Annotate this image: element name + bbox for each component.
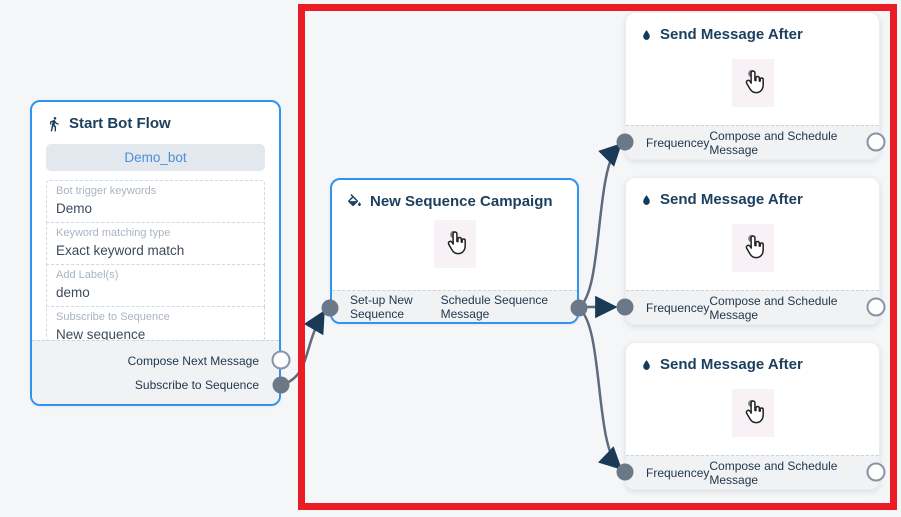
output-label-subscribe-to-sequence: Subscribe to Sequence — [134, 377, 259, 392]
field-value: New sequence — [56, 327, 146, 342]
send-node-title: Send Message After — [660, 191, 803, 208]
send-node-title: Send Message After — [660, 356, 803, 373]
field-value: demo — [56, 285, 90, 300]
water-drop-icon — [640, 357, 653, 374]
send-node-footer: Frequencey Compose and Schedule Message — [626, 125, 879, 159]
field-keyword-matching-type[interactable]: Keyword matching type Exact keyword matc… — [46, 222, 265, 265]
water-drop-icon — [640, 192, 653, 209]
field-bot-trigger-keywords[interactable]: Bot trigger keywords Demo — [46, 180, 265, 223]
output-label-compose-next-message: Compose Next Message — [127, 353, 259, 368]
send-node-header: Send Message After — [626, 178, 879, 216]
input-label-frequencey: Frequencey — [646, 300, 710, 315]
field-label: Add Label(s) — [56, 269, 119, 281]
send-message-after-node-1[interactable]: Send Message After Frequencey Compose an… — [625, 12, 880, 160]
field-value: Demo — [56, 201, 93, 216]
input-label-frequencey: Frequencey — [646, 135, 710, 150]
field-label: Keyword matching type — [56, 227, 171, 239]
start-node-header: Start Bot Flow — [32, 102, 279, 140]
paint-bucket-icon — [346, 193, 363, 211]
campaign-node-header: New Sequence Campaign — [332, 180, 577, 218]
input-label-setup-new-sequence: Set-up New Sequence — [350, 292, 413, 321]
water-drop-icon — [640, 27, 653, 44]
output-label-compose-and-schedule: Compose and Schedule Message — [709, 458, 838, 487]
send-node-header: Send Message After — [626, 343, 879, 381]
edge-campaign-to-send-3 — [578, 307, 623, 470]
hand-pointer-icon — [740, 233, 766, 263]
walking-person-icon — [46, 115, 62, 133]
hand-pointer-icon — [740, 68, 766, 98]
field-label: Subscribe to Sequence — [56, 311, 170, 323]
bot-name-button[interactable]: Demo_bot — [46, 144, 265, 171]
hand-pointer-icon — [442, 229, 468, 259]
start-bot-flow-node[interactable]: Start Bot Flow Demo_bot Bot trigger keyw… — [30, 100, 281, 406]
campaign-node-footer: Set-up New Sequence Schedule Sequence Me… — [332, 290, 577, 322]
send-node-body-placeholder[interactable] — [731, 224, 774, 272]
output-label-compose-and-schedule: Compose and Schedule Message — [709, 293, 838, 322]
send-node-body-placeholder[interactable] — [731, 389, 774, 437]
campaign-body-placeholder[interactable] — [433, 220, 476, 268]
output-label-schedule-sequence-message: Schedule Sequence Message — [440, 292, 549, 321]
new-sequence-campaign-node[interactable]: New Sequence Campaign Set-up New Sequenc… — [330, 178, 579, 324]
send-node-body-placeholder[interactable] — [731, 59, 774, 107]
output-label-compose-and-schedule: Compose and Schedule Message — [709, 128, 838, 157]
send-node-title: Send Message After — [660, 26, 803, 43]
send-node-footer: Frequencey Compose and Schedule Message — [626, 455, 879, 489]
field-label: Bot trigger keywords — [56, 185, 157, 197]
send-message-after-node-2[interactable]: Send Message After Frequencey Compose an… — [625, 177, 880, 325]
send-node-header: Send Message After — [626, 13, 879, 51]
start-node-title: Start Bot Flow — [69, 115, 171, 132]
campaign-node-title: New Sequence Campaign — [370, 193, 553, 210]
field-add-labels[interactable]: Add Label(s) demo — [46, 264, 265, 307]
field-value: Exact keyword match — [56, 243, 185, 258]
send-node-footer: Frequencey Compose and Schedule Message — [626, 290, 879, 324]
input-label-frequencey: Frequencey — [646, 465, 710, 480]
send-message-after-node-3[interactable]: Send Message After Frequencey Compose an… — [625, 342, 880, 490]
edge-campaign-to-send-1 — [578, 143, 622, 309]
start-node-fields: Bot trigger keywords Demo Keyword matchi… — [46, 180, 265, 349]
hand-pointer-icon — [740, 398, 766, 428]
edge-start-to-campaign — [280, 310, 325, 387]
start-node-footer: Compose Next Message Subscribe to Sequen… — [32, 340, 279, 404]
